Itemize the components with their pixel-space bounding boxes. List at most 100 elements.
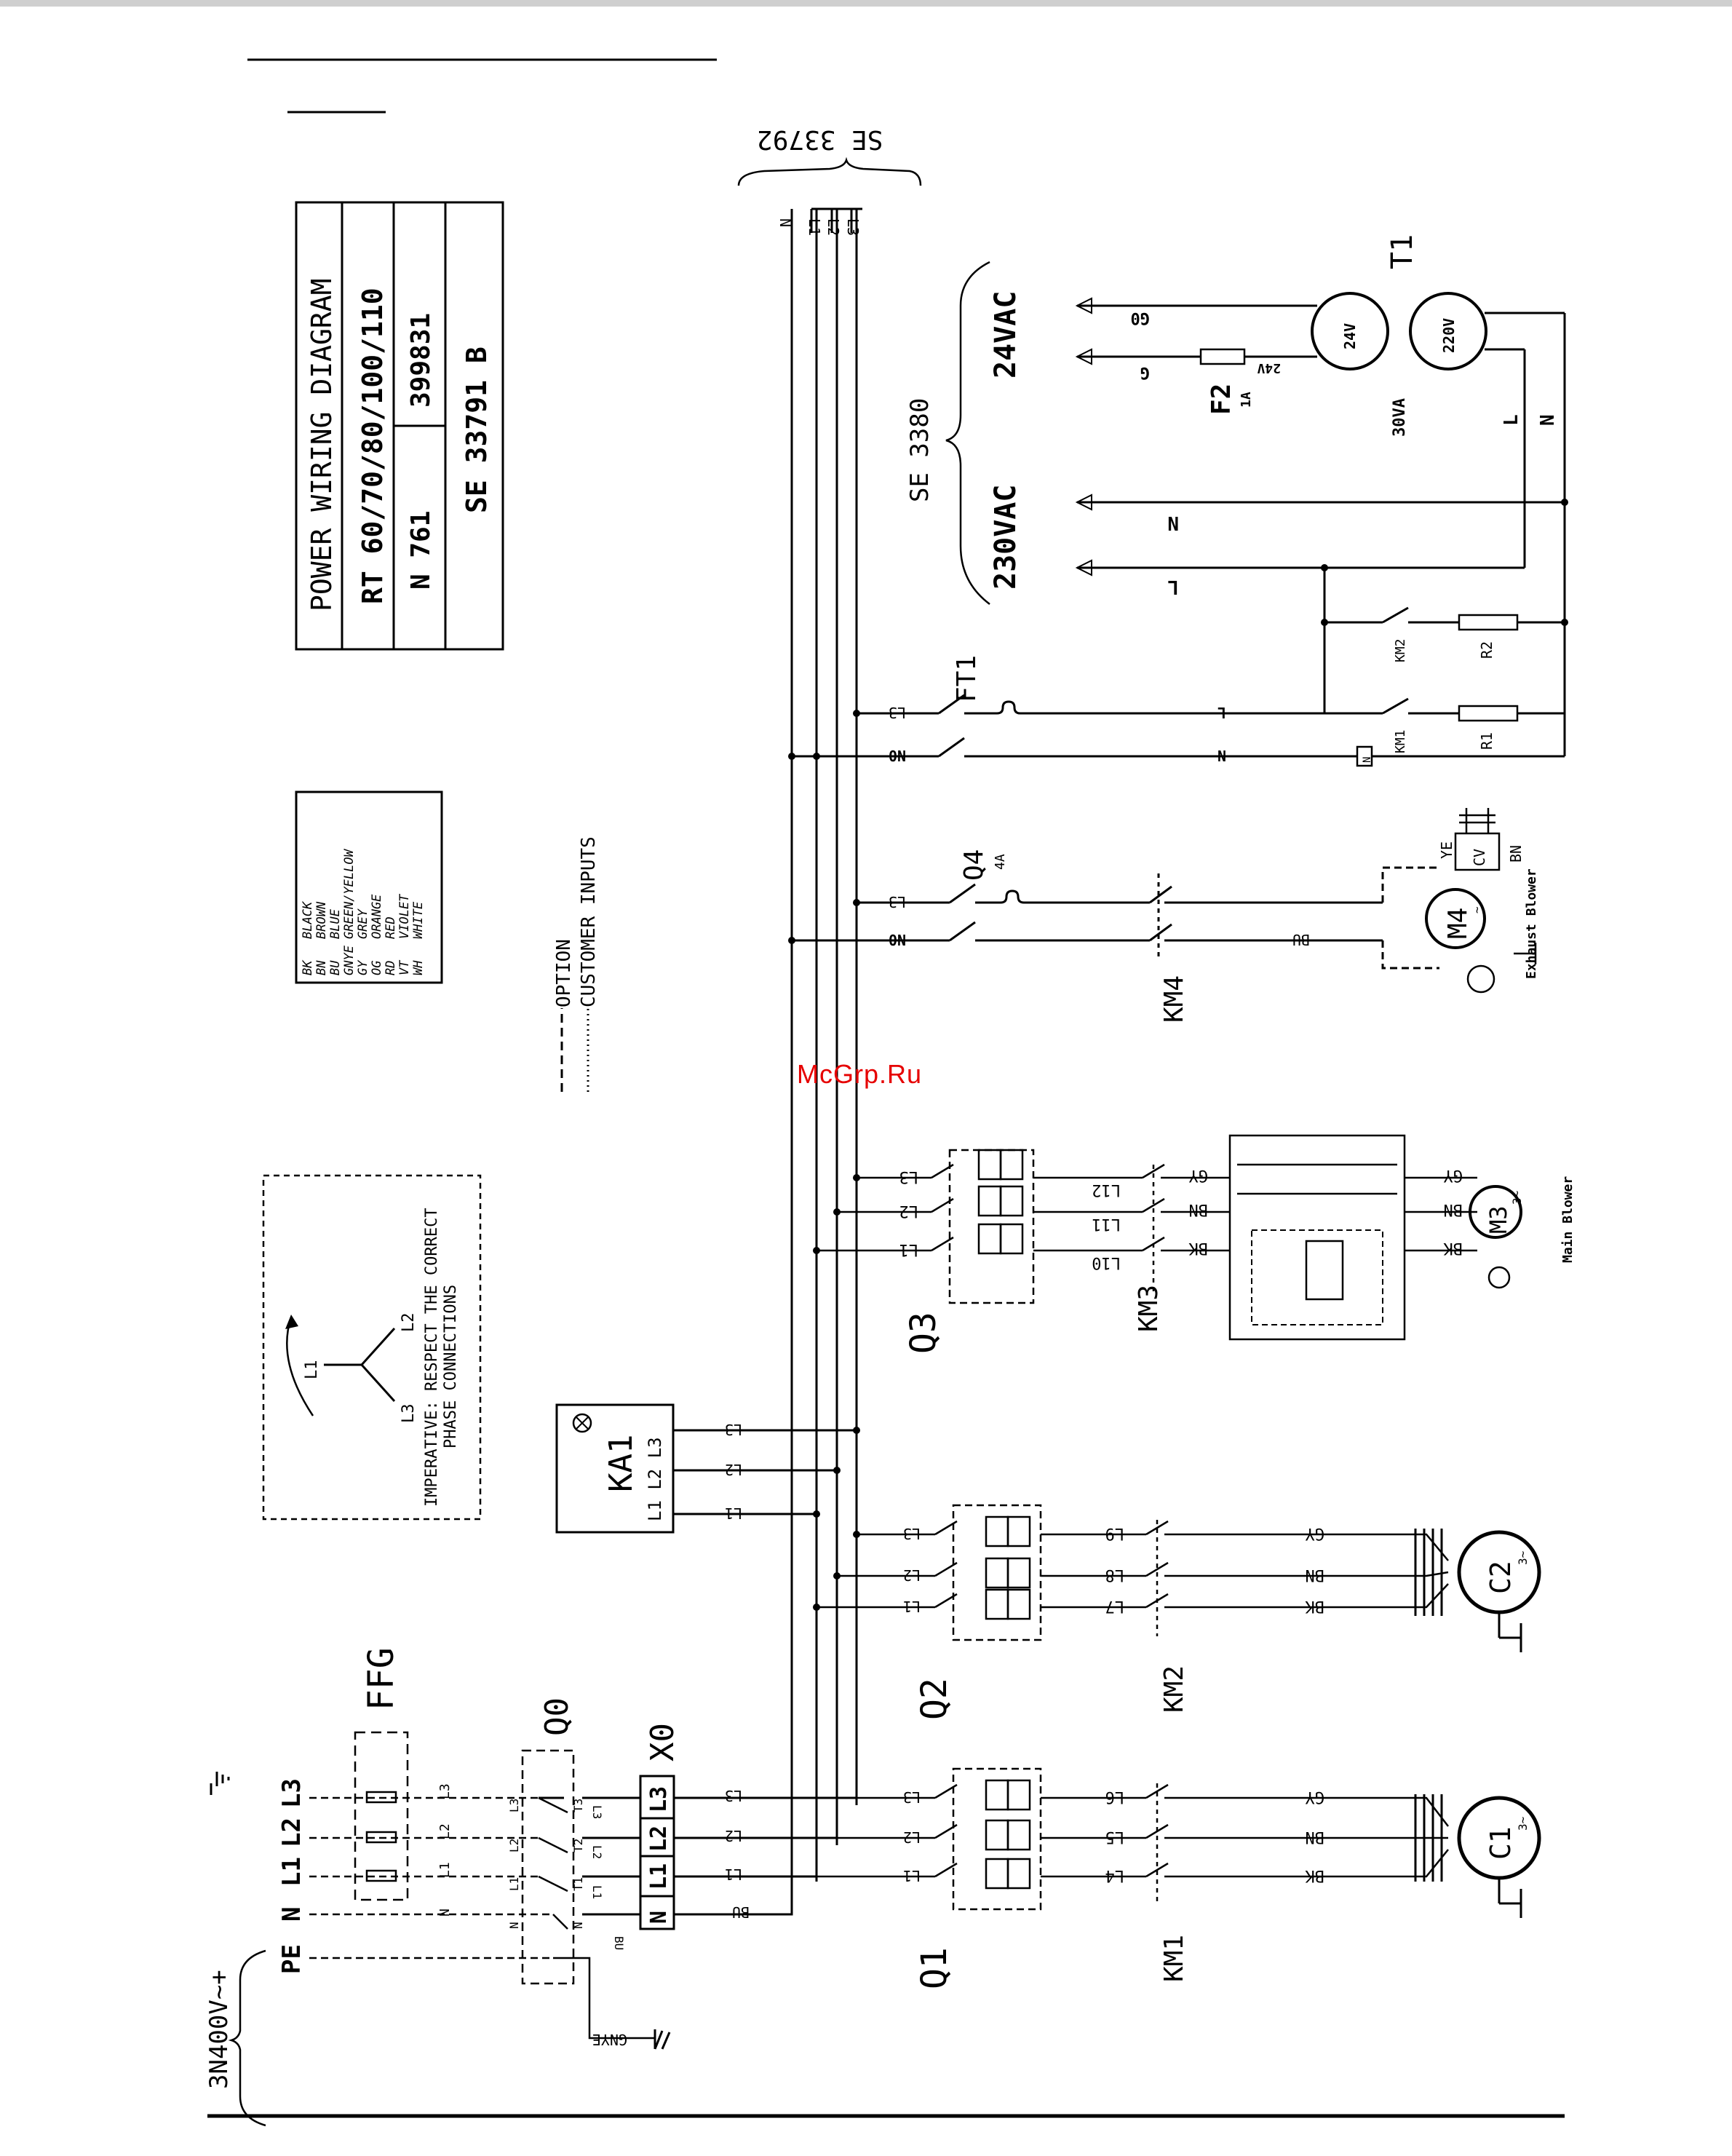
legend-code-bn: BN — [314, 960, 329, 975]
wire-color-label: GY — [1306, 1524, 1325, 1542]
svg-text:L3: L3 — [590, 1805, 604, 1819]
supply-label: 3N400V~+ — [204, 1970, 234, 2089]
svg-text:BK: BK — [1443, 1239, 1463, 1257]
svg-text:L2: L2 — [590, 1845, 604, 1859]
motor-label: C1 — [1485, 1826, 1517, 1860]
motor-m3 — [1469, 1185, 1522, 1239]
legend-code-gy: GY — [356, 959, 370, 975]
m4-desc: Exhaust Blower — [1524, 868, 1539, 979]
svg-text:N0: N0 — [889, 747, 906, 764]
svg-text:BU: BU — [732, 1903, 750, 1921]
svg-text:KM2: KM2 — [1393, 638, 1408, 662]
svg-text:L1 L2 L3: L1 L2 L3 — [645, 1437, 665, 1521]
svg-text:M4: M4 — [1443, 908, 1473, 939]
breaker-element — [1006, 1515, 1031, 1547]
wire-color-label: BK — [1305, 1866, 1324, 1884]
svg-text:R2: R2 — [1478, 641, 1495, 659]
svg-text:BN: BN — [1507, 845, 1525, 863]
legend-code-bk: BK — [301, 959, 315, 975]
terminal-l1: L1 — [277, 1857, 306, 1887]
legend-name-gy: GREY — [356, 908, 370, 939]
svg-text:BU: BU — [1292, 931, 1310, 948]
wire-label: L6 — [1105, 1788, 1125, 1806]
wire-label: L9 — [1105, 1524, 1125, 1542]
fan-icon — [1487, 1266, 1511, 1289]
km4-label: KM4 — [1159, 975, 1189, 1023]
svg-text:T2: T2 — [571, 1839, 585, 1852]
svg-text:L3: L3 — [437, 1783, 453, 1799]
svg-text:YE: YE — [1438, 841, 1455, 859]
phase-note: IMPERATIVE: RESPECT THE CORRECT PHASE CO… — [262, 1174, 482, 1521]
control-branch: FT1 L3 N0 L N N KM1 R1 KM2 R2 23 — [792, 485, 1568, 767]
svg-text:KM1: KM1 — [1393, 729, 1408, 753]
phase-note-line2: PHASE CONNECTIONS — [442, 1285, 460, 1448]
color-legend: BKBLACKBNBROWNBUBLUEGNYEGREEN/YELLOWGYGR… — [295, 790, 443, 984]
svg-text:N: N — [507, 1922, 521, 1929]
rotation-arrow-icon — [285, 1315, 298, 1329]
phase-note-line1: IMPERATIVE: RESPECT THE CORRECT — [423, 1208, 441, 1507]
wire-label: L2 — [903, 1828, 921, 1846]
breaker-element — [985, 1819, 1009, 1851]
wire-color-label: BN — [1306, 1828, 1325, 1846]
phase-l1: L1 — [303, 1360, 321, 1380]
bus-label-l1: L1 — [806, 218, 823, 236]
breaker-element — [985, 1588, 1009, 1620]
motor-label: C2 — [1485, 1561, 1517, 1594]
output-24vac: 24VAC — [989, 291, 1022, 379]
lamp-icon — [572, 1413, 592, 1433]
legend-name-bn: BROWN — [314, 901, 329, 939]
svg-text:~: ~ — [1470, 906, 1484, 913]
breaker-element — [985, 1515, 1009, 1547]
svg-text:L: L — [1501, 414, 1522, 426]
legend-code-gnye: GNYE — [342, 945, 357, 975]
wire-label: L4 — [1105, 1866, 1125, 1884]
breaker-element — [1006, 1858, 1031, 1890]
legend-name-wh: WHITE — [411, 901, 426, 939]
main-blower-branch: Q3 KM3 L12 L11 L10 GY BN BK L3 L2 L1 M3 — [817, 1134, 1576, 1354]
ka1-label: KA1 — [603, 1435, 640, 1492]
capacitor-cv — [1454, 832, 1501, 871]
svg-text:L3: L3 — [889, 704, 906, 721]
svg-text:T3: T3 — [571, 1799, 585, 1812]
contactor-km2: KM2 — [1159, 1665, 1189, 1713]
ffg-box — [354, 1731, 409, 1901]
q0-box — [521, 1749, 575, 1985]
svg-text:BU: BU — [612, 1936, 626, 1950]
svg-text:L: L — [1167, 576, 1179, 598]
sheet-number: SE 33791 B — [461, 346, 493, 513]
supply-section: 3N400V~+ PE N L1 L2 L3 FFG L1 L2 L3 N — [204, 1647, 857, 2127]
part-number: 399831 — [406, 313, 436, 408]
km3-label: KM3 — [1134, 1285, 1164, 1332]
bus-label-n: N — [776, 218, 794, 227]
breaker-element — [1006, 1588, 1031, 1620]
terminal-n: N — [277, 1907, 306, 1922]
ffg-label: FFG — [361, 1647, 402, 1711]
svg-text:L1: L1 — [725, 1505, 742, 1522]
svg-text:N0: N0 — [889, 931, 906, 948]
wire-label: L1 — [903, 1867, 921, 1884]
breaker-element — [985, 1779, 1009, 1811]
wire-color-label: BK — [1305, 1597, 1324, 1615]
ft1-label: FT1 — [952, 655, 982, 702]
f2-label: F2 — [1207, 384, 1236, 415]
doc-number: N 761 — [406, 511, 436, 590]
wire-label: L2 — [903, 1566, 921, 1584]
svg-text:L1: L1 — [590, 1885, 604, 1899]
legend-name-gnye: GREEN/YELLOW — [342, 848, 357, 939]
wire-label: L3 — [903, 1525, 921, 1542]
model-list: RT 60/70/80/100/110 — [357, 288, 389, 604]
se3380-label: SE 3380 — [905, 398, 934, 502]
svg-text:GY: GY — [1189, 1166, 1209, 1184]
svg-text:N: N — [646, 1911, 672, 1924]
busbar: SE 33792 N L1 L2 L3 — [737, 124, 922, 1907]
svg-text:L3: L3 — [725, 1421, 742, 1438]
terminal-l3: L3 — [277, 1778, 306, 1808]
option-label: OPTION — [553, 939, 575, 1007]
svg-text:L3: L3 — [725, 1787, 742, 1804]
resistor-r1 — [1458, 705, 1519, 722]
svg-text:BN: BN — [1189, 1200, 1209, 1218]
svg-text:G0: G0 — [1131, 309, 1151, 327]
breaker-element — [1006, 1557, 1031, 1589]
motor-phase: 3~ — [1516, 1551, 1530, 1565]
